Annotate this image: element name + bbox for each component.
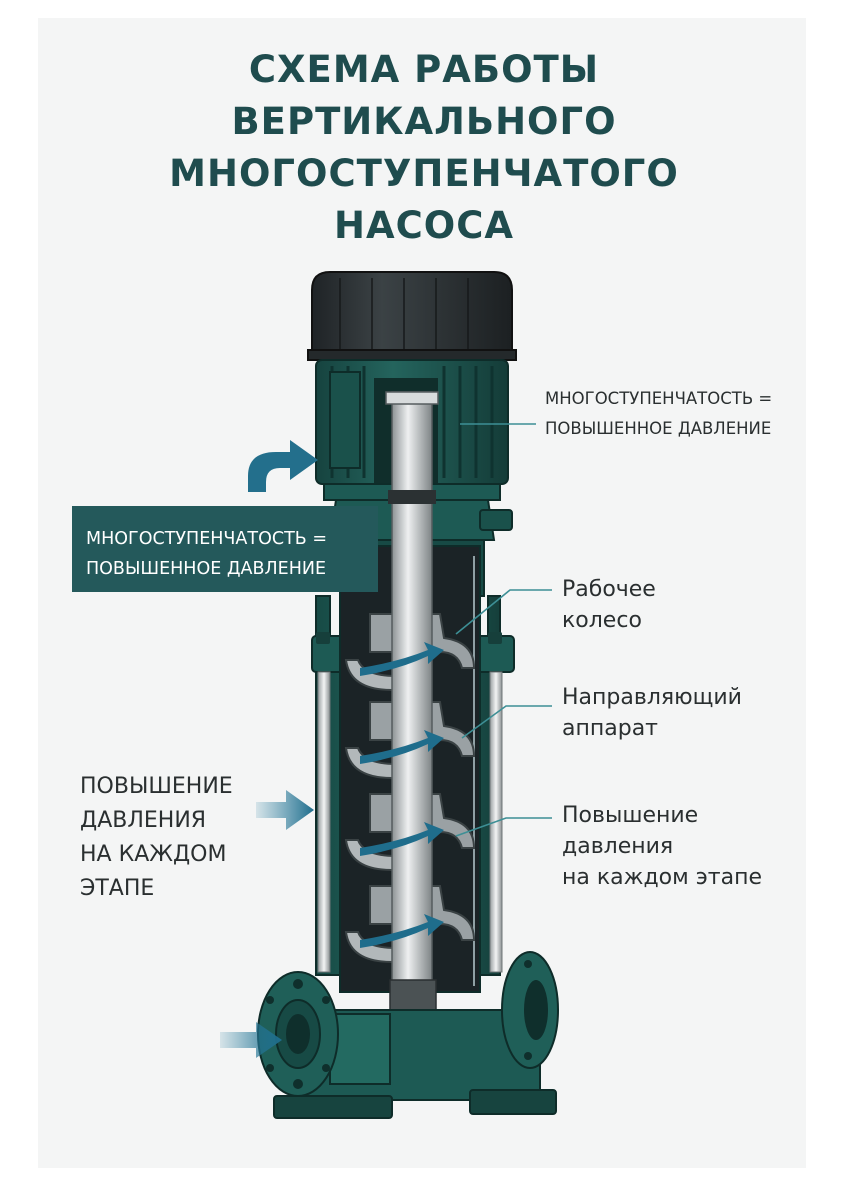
title-line-4: НАСОСА [334, 204, 514, 247]
motor-cap-rim [307, 349, 517, 361]
impeller-label: Рабочее колесо [562, 574, 656, 636]
diffuser-label: Направляющий аппарат [562, 682, 742, 744]
title-line-2: ВЕРТИКАЛЬНОГО [231, 100, 617, 143]
stage-pressure-label: Повышение давления на каждом этапе [562, 800, 762, 893]
side-pressure-arrow [256, 790, 314, 830]
diffuser-label-line-2: аппарат [562, 716, 658, 741]
left-label-line-1: ПОВЫШЕНИЕ [80, 774, 233, 799]
stage-label-line-3: на каждом этапе [562, 865, 762, 890]
callout-right-line-1: МНОГОСТУПЕНЧАТОСТЬ = [545, 389, 773, 408]
title-line-1: СХЕМА РАБОТЫ [248, 48, 600, 91]
leader-lines [455, 423, 552, 837]
callout-multistage-right: МНОГОСТУПЕНЧАТОСТЬ = ПОВЫШЕННОЕ ДАВЛЕНИЕ [545, 384, 772, 444]
callout-box-line-1: МНОГОСТУПЕНЧАТОСТЬ = [86, 529, 328, 549]
diffuser-label-line-1: Направляющий [562, 685, 742, 710]
left-label-line-2: ДАВЛЕНИЯ [80, 808, 207, 833]
stage-label-line-2: давления [562, 834, 674, 859]
title-line-3: МНОГОСТУПЕНЧАТОГО [169, 152, 679, 195]
callout-box-line-2: ПОВЫШЕННОЕ ДАВЛЕНИЕ [86, 559, 327, 579]
impeller-label-line-2: колесо [562, 608, 642, 633]
inlet-flow-arrow [220, 1022, 282, 1058]
diagram-title: СХЕМА РАБОТЫ ВЕРТИКАЛЬНОГО МНОГОСТУПЕНЧА… [80, 44, 768, 252]
callout-right-line-2: ПОВЫШЕННОЕ ДАВЛЕНИЕ [545, 419, 772, 438]
callout-multistage-box: МНОГОСТУПЕНЧАТОСТЬ = ПОВЫШЕННОЕ ДАВЛЕНИЕ [72, 506, 378, 592]
motor-cap-ribs [339, 278, 469, 352]
base-foot-right [469, 1089, 557, 1115]
motor-inlet-arrow [248, 440, 318, 492]
left-pressure-label: ПОВЫШЕНИЕ ДАВЛЕНИЯ НА КАЖДОМ ЭТАПЕ [80, 770, 233, 906]
base-foot-left [273, 1095, 393, 1119]
left-label-line-4: ЭТАПЕ [80, 876, 155, 901]
tie-rod-left [317, 671, 331, 973]
terminal-box [329, 371, 361, 469]
coupling [388, 490, 436, 504]
motor-cap [311, 271, 513, 355]
impeller-label-line-1: Рабочее [562, 577, 656, 602]
left-label-line-3: НА КАЖДОМ [80, 842, 227, 867]
stage-label-line-1: Повышение [562, 803, 699, 828]
internal-flow-arrows [360, 642, 444, 948]
